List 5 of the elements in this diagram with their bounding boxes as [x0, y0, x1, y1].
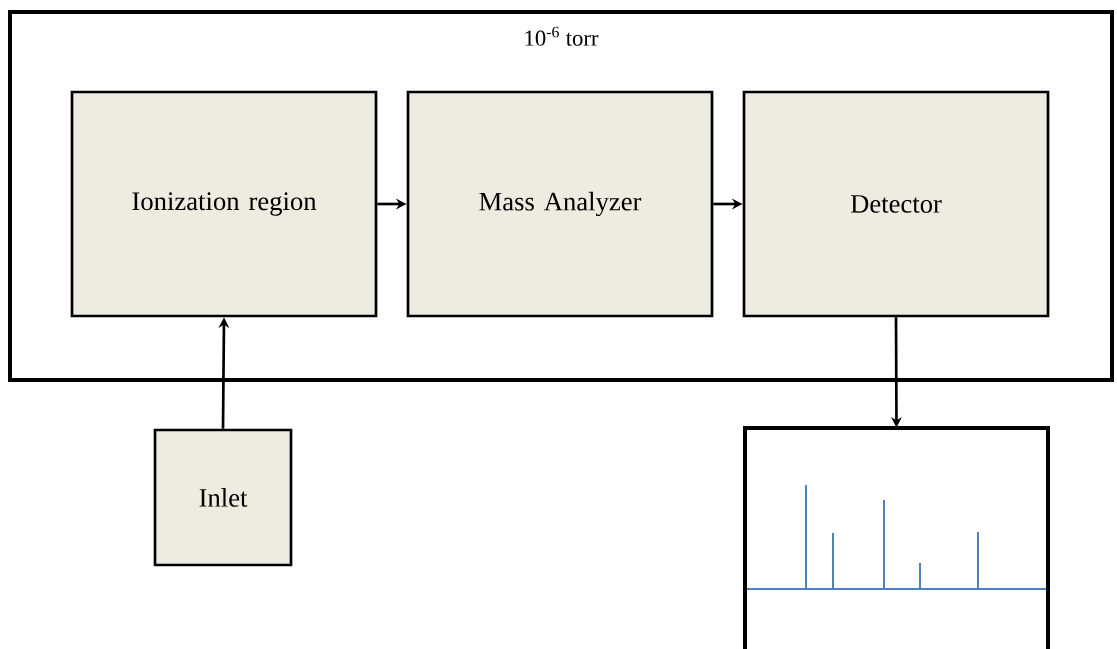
process-box: Detector — [742, 90, 1050, 318]
process-box: Mass Analyzer — [406, 90, 714, 318]
process-box: Ionization region — [70, 90, 378, 318]
process-box: Inlet — [153, 428, 293, 567]
spectrum-drawing — [743, 426, 1050, 649]
